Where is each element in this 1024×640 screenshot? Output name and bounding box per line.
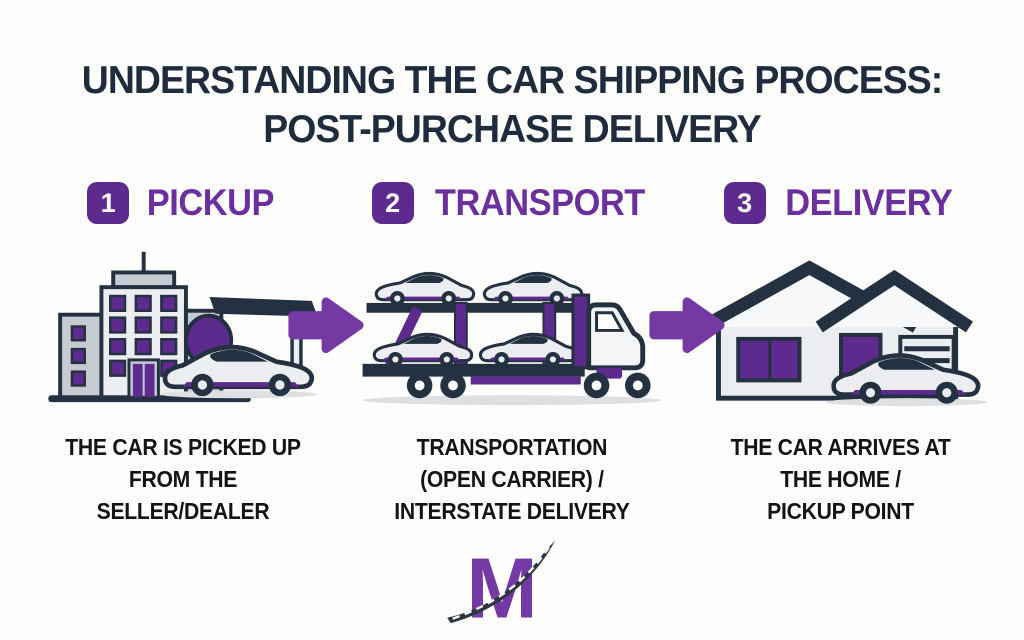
step-caption: THE CAR ARRIVES AT THE HOME / PICKUP POI… [731,434,951,524]
step-pickup-header: 1 PICKUP [87,178,279,228]
arrow-right-icon [285,294,367,361]
truck-wheels-icon [406,372,651,399]
car-icon [825,356,988,407]
step-caption: TRANSPORTATION (OPEN CARRIER) / INTERSTA… [394,434,630,524]
car-icon [160,347,318,398]
step-transport-header: 2 TRANSPORT [371,178,653,228]
step-number-badge: 1 [87,182,130,225]
house-with-car-icon [682,240,1000,412]
step-delivery-header: 3 DELIVERY [723,178,959,228]
logo-m-with-road-swoosh-icon: M [437,541,587,637]
step-delivery: 3 DELIVERY [682,178,1000,527]
dealership-illustration [48,252,318,403]
truck-illustration [362,272,662,406]
step-label: DELIVERY [784,182,953,224]
step-transport: 2 TRANSPORT [353,178,671,527]
car-carrier-truck-icon [353,240,671,412]
step-number-badge: 3 [723,182,766,225]
dealership-building-with-car-icon [24,240,342,412]
step-pickup: 1 PICKUP [24,178,342,527]
steps-row: 1 PICKUP [0,178,1024,527]
step-caption: THE CAR IS PICKED UP FROM THE SELLER/DEA… [65,434,301,524]
step-label: PICKUP [146,182,275,224]
step-label: TRANSPORT [434,182,645,224]
truck-cab-icon [571,293,646,379]
road-swoosh-icon [447,541,555,624]
page-title: UNDERSTANDING THE CAR SHIPPING PROCESS: … [81,59,943,152]
logo-letter: M [466,541,537,625]
arrow-right-icon [646,294,728,361]
step-number-badge: 2 [371,182,414,225]
house-illustration [699,260,988,407]
